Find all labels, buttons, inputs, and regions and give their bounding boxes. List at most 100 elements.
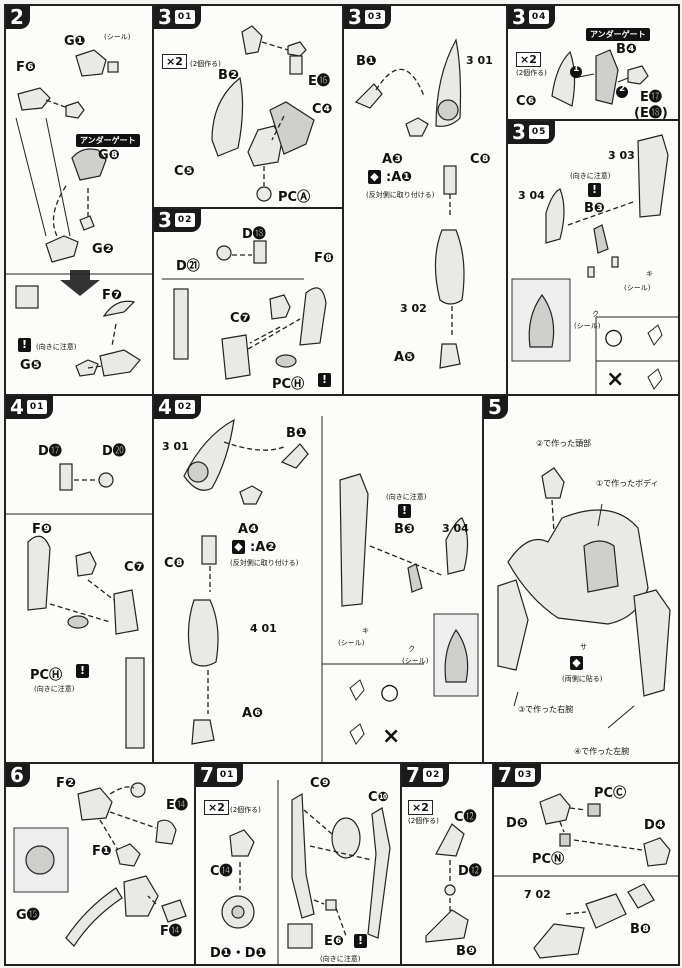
- part-f7: F❼: [102, 288, 122, 303]
- part-c14: C⓮: [210, 864, 233, 879]
- part-b4: B❹: [616, 42, 637, 57]
- part-e6: E❻: [324, 934, 344, 949]
- ref-step-7-02: 7 02: [524, 888, 551, 901]
- step-6-artwork: [13, 782, 187, 947]
- part-f6: F❻: [16, 60, 36, 75]
- part-pca: PCⒶ: [278, 190, 311, 205]
- caution-note: (向きに注意): [386, 493, 427, 501]
- opposite-note: (反対側に取り付ける): [230, 559, 299, 567]
- part-c4: C❹: [312, 102, 333, 117]
- seal-note: (シール): [624, 284, 651, 292]
- step-2-panel: 2 G❶ (シール) F❻ アンダーゲート G❽ G: [5, 5, 153, 395]
- part-g2: G❷: [92, 242, 114, 257]
- part-g8: G❽: [98, 148, 120, 163]
- part-c8: C❽: [164, 556, 185, 571]
- part-e14: E⓮: [166, 798, 188, 813]
- part-c7: C❼: [230, 311, 251, 326]
- seal-note-2: (シール): [574, 322, 601, 330]
- quantity-x2: ×2: [516, 52, 541, 67]
- part-a2: :A❷: [250, 540, 277, 555]
- under-gate-tag: アンダーゲート: [76, 134, 140, 147]
- step-5-panel: 5 ②で作った頭部 ①で作ったボディ サ ◆ (両側に貼る) ③で作った右腕 ④…: [483, 395, 679, 763]
- order-2: 2: [619, 84, 626, 94]
- quantity-x2: ×2: [408, 800, 433, 815]
- instruction-sheet: 2 G❶ (シール) F❻ アンダーゲート G❽ G: [4, 4, 680, 966]
- caution-icon: !: [18, 338, 31, 352]
- caution-icon: !: [318, 373, 331, 387]
- part-f8: F❽: [314, 251, 334, 266]
- step-3-04-artwork: [551, 49, 649, 107]
- part-b8: B❽: [630, 922, 651, 937]
- part-pch: PCⒽ: [272, 377, 305, 392]
- caution-icon: !: [76, 664, 89, 678]
- step-7-03-artwork: [494, 793, 678, 959]
- quantity-note: (2個作る): [230, 806, 261, 814]
- part-a1: :A❶: [386, 170, 413, 185]
- quantity-note: (2個作る): [190, 60, 221, 68]
- part-c5: C❺: [174, 164, 195, 179]
- ref-step-3-04: 3 04: [518, 189, 545, 202]
- seal-ki: キ: [362, 627, 369, 635]
- step-number: 6: [6, 764, 30, 787]
- step-3-05-artwork: [511, 134, 678, 394]
- step-7-01-artwork: [221, 780, 391, 964]
- caution-icon: !: [398, 504, 411, 518]
- seal-ku: ク: [408, 645, 415, 653]
- part-d21: D㉑: [176, 259, 200, 274]
- part-pcn: PCⓃ: [532, 852, 565, 867]
- caution-note: (向きに注意): [34, 685, 75, 693]
- part-e17: E⓱: [640, 90, 662, 105]
- part-f2: F❷: [56, 776, 76, 791]
- caution-icon: !: [588, 183, 601, 197]
- caution-note: (向きに注意): [320, 955, 361, 963]
- part-e16: E⓰: [308, 74, 330, 89]
- swap-icon: ◆: [368, 170, 381, 184]
- part-d4: D❹: [644, 818, 666, 833]
- ref-step-3-04: 3 04: [442, 522, 469, 535]
- part-a4: A❹: [238, 522, 260, 537]
- both-sides-note: (両側に貼る): [562, 675, 603, 683]
- quantity-note: (2個作る): [408, 817, 439, 825]
- seal-sa: サ: [580, 643, 587, 651]
- part-d20: D⓴: [102, 444, 126, 459]
- part-c7: C❼: [124, 560, 145, 575]
- step-4-02-artwork: [183, 416, 479, 762]
- caution-note: (向きに注意): [36, 343, 77, 351]
- step-number: 5: [484, 396, 508, 419]
- part-a3: A❸: [382, 152, 404, 167]
- body-ref: ①で作ったボディ: [596, 479, 659, 488]
- quantity-x2: ×2: [204, 800, 229, 815]
- right-arm-ref: ③で作った右腕: [518, 705, 574, 714]
- seal-note: (シール): [104, 33, 131, 41]
- caution-icon: !: [354, 934, 367, 948]
- quantity-note: (2個作る): [516, 69, 547, 77]
- quantity-x2: ×2: [162, 54, 187, 69]
- part-g1: G❶: [64, 34, 86, 49]
- wrong-mark: ×: [606, 367, 625, 392]
- ref-step-3-02: 3 02: [400, 302, 427, 315]
- head-ref: ②で作った頭部: [536, 439, 592, 448]
- part-d12: D⓬: [458, 864, 482, 879]
- step-3-01-artwork: [211, 25, 315, 202]
- part-b3: B❸: [394, 522, 415, 537]
- step-3-02-artwork: [162, 240, 327, 380]
- part-c9: C❾: [310, 776, 331, 791]
- part-d5: D❺: [506, 816, 528, 831]
- part-pch: PCⒽ: [30, 668, 63, 683]
- step-number: 2: [6, 6, 30, 29]
- step-2-artwork: [6, 49, 152, 377]
- part-f14: F⓮: [160, 924, 182, 939]
- step-3-03-artwork: [354, 38, 465, 369]
- ref-step-3-03: 3 03: [608, 149, 635, 162]
